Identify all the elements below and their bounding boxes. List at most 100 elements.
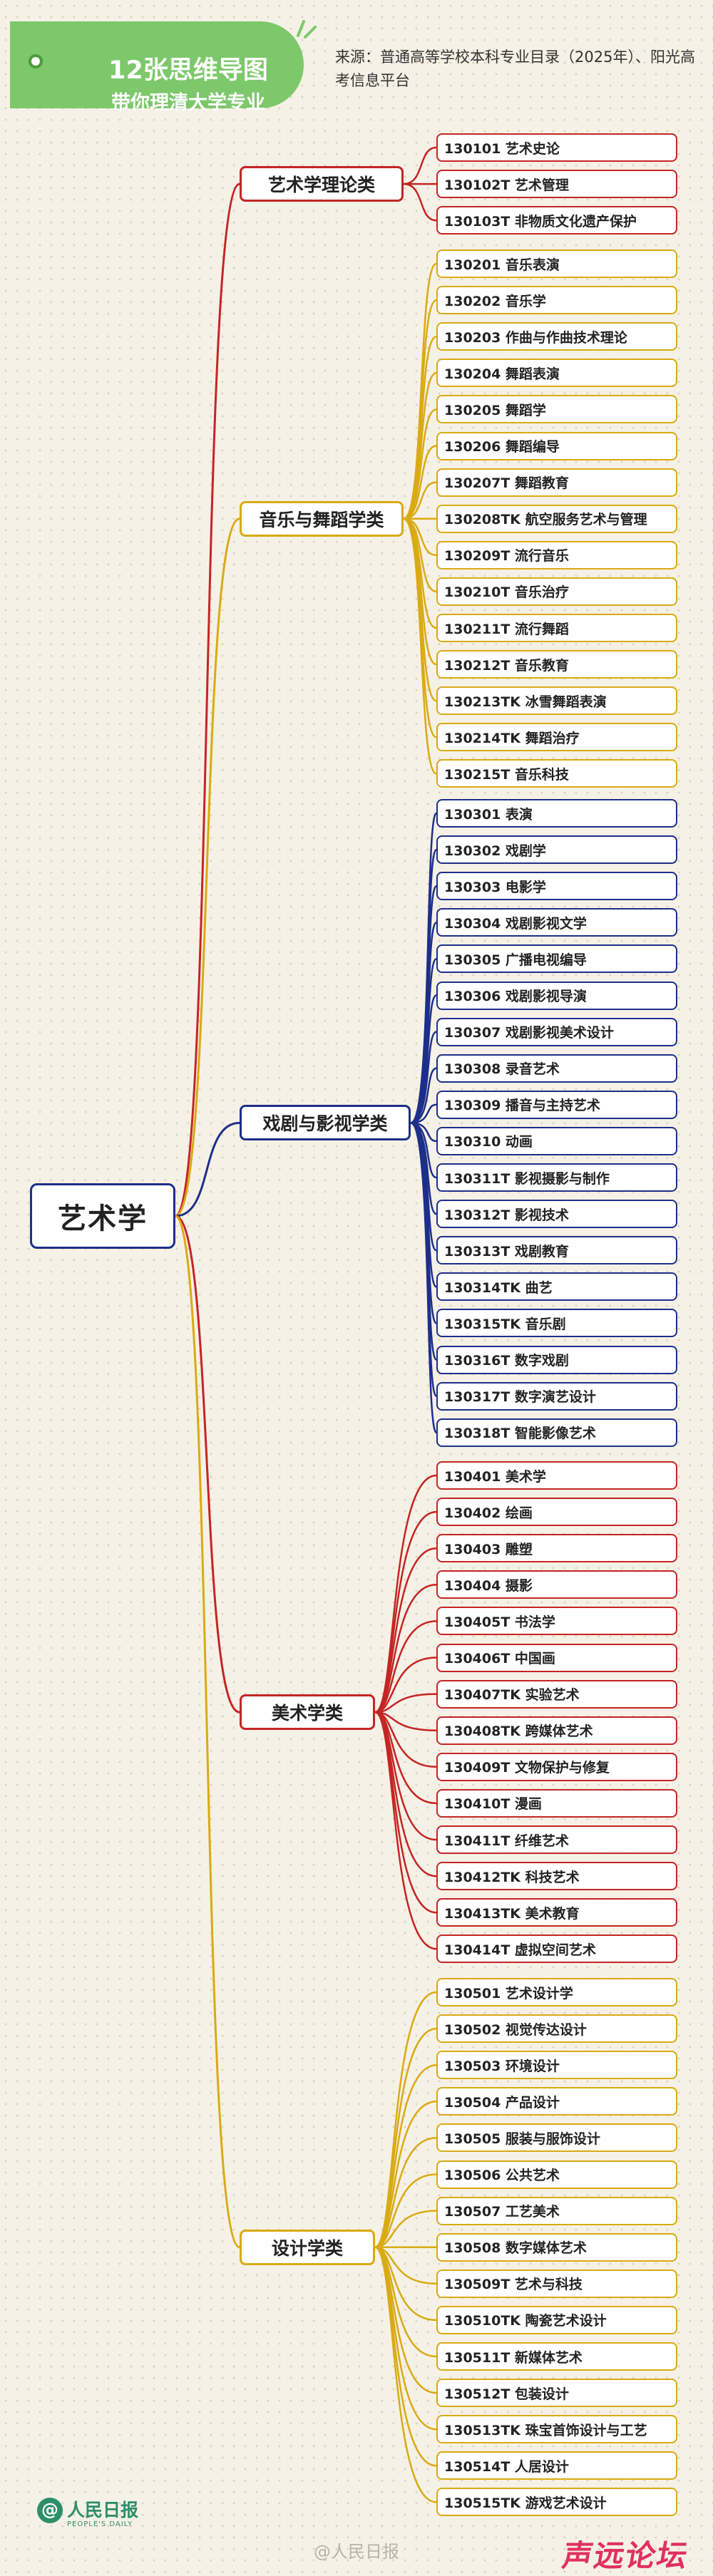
major-item: 130410T 漫画 xyxy=(436,1788,677,1818)
major-item: 130310 动画 xyxy=(436,1126,677,1155)
major-item: 130315TK 音乐剧 xyxy=(436,1309,677,1338)
major-item: 130205 舞蹈学 xyxy=(436,395,677,424)
connector-line xyxy=(403,182,437,222)
forum-brand: 声远论坛 xyxy=(560,2538,692,2573)
connector-line xyxy=(374,1657,437,1714)
major-item: 130308 录音艺术 xyxy=(436,1053,677,1083)
major-item: 130206 舞蹈编导 xyxy=(436,431,677,460)
root-node: 艺术学 xyxy=(30,1183,175,1249)
connector-line xyxy=(374,2246,437,2467)
major-item: 130305 广播电视编导 xyxy=(436,944,677,974)
major-item: 130101 艺术史论 xyxy=(436,133,677,162)
major-item: 130501 艺术设计学 xyxy=(436,1978,677,2006)
logo-english: PEOPLE'S DAILY xyxy=(67,2520,133,2528)
connector-line xyxy=(175,1215,240,1714)
category-node: 美术学类 xyxy=(240,1694,375,1731)
category-node: 艺术学理论类 xyxy=(240,166,404,202)
major-item: 130504 产品设计 xyxy=(436,2087,677,2116)
connector-line xyxy=(374,1584,437,1714)
title-banner: 12张思维导图 带你理清大学专业 xyxy=(10,21,304,114)
major-item: 130408TK 跨媒体艺术 xyxy=(436,1716,677,1745)
major-item: 130202 音乐学 xyxy=(436,286,677,315)
major-item: 130505 服装与服饰设计 xyxy=(436,2123,677,2153)
connector-line xyxy=(403,445,437,520)
major-item: 130208TK 航空服务艺术与管理 xyxy=(436,504,677,533)
major-item: 130407TK 实验艺术 xyxy=(436,1679,677,1709)
major-item: 130309 播音与主持艺术 xyxy=(436,1090,677,1119)
connector-line xyxy=(410,1067,437,1124)
banner-dot-icon xyxy=(29,54,43,68)
major-item: 130215T 音乐科技 xyxy=(436,759,677,788)
major-item: 130210T 音乐治疗 xyxy=(436,577,677,606)
major-item: 130302 戏剧学 xyxy=(436,835,677,865)
connector-line xyxy=(403,408,437,520)
major-item: 130514T 人居设计 xyxy=(436,2451,677,2480)
major-item: 130312T 影视技术 xyxy=(436,1200,677,1229)
major-item: 130212T 音乐教育 xyxy=(436,650,677,679)
connector-line xyxy=(374,2101,437,2248)
category-node: 戏剧与影视学类 xyxy=(240,1105,411,1141)
major-item: 130412TK 科技艺术 xyxy=(436,1862,677,1891)
sparkle-icon xyxy=(297,20,317,38)
connector-line xyxy=(175,1215,240,2249)
connector-line xyxy=(374,2246,437,2285)
major-item: 130203 作曲与作曲技术理论 xyxy=(436,322,677,351)
major-item: 130508 数字媒体艺术 xyxy=(436,2232,677,2262)
connector-line xyxy=(374,1991,437,2248)
connector-line xyxy=(175,1121,240,1217)
major-item: 130403 雕塑 xyxy=(436,1534,677,1563)
connector-line xyxy=(374,2246,437,2503)
major-item: 130503 环境设计 xyxy=(436,2051,677,2080)
major-item: 130402 绘画 xyxy=(436,1498,677,1527)
major-item: 130409T 文物保护与修复 xyxy=(436,1752,677,1781)
major-item: 130301 表演 xyxy=(436,799,677,828)
connector-line xyxy=(374,2137,437,2248)
major-item: 130405T 书法学 xyxy=(436,1607,677,1636)
connector-line xyxy=(374,2173,437,2248)
major-item: 130313T 戏剧教育 xyxy=(436,1236,677,1265)
connector-line xyxy=(410,1103,437,1124)
major-item: 130507 工艺美术 xyxy=(436,2196,677,2225)
major-item: 130307 戏剧影视美术设计 xyxy=(436,1017,677,1046)
major-item: 130411T 纤维艺术 xyxy=(436,1825,677,1854)
connector-line xyxy=(374,1693,437,1714)
major-item: 130502 视觉传达设计 xyxy=(436,2014,677,2044)
category-node: 设计学类 xyxy=(240,2229,375,2265)
major-item: 130404 摄影 xyxy=(436,1570,677,1599)
connector-line xyxy=(403,262,437,520)
watermark-text: @人民日报 xyxy=(314,2542,399,2562)
connector-line xyxy=(175,182,240,1217)
connector-line xyxy=(374,1620,437,1714)
major-item: 130207T 舞蹈教育 xyxy=(436,468,677,497)
major-item: 130211T 流行舞蹈 xyxy=(436,614,677,642)
major-item: 130316T 数字戏剧 xyxy=(436,1345,677,1374)
major-item: 130515TK 游戏艺术设计 xyxy=(436,2488,677,2517)
major-item: 130201 音乐表演 xyxy=(436,249,677,278)
logo-mark-icon: @ xyxy=(37,2498,63,2523)
major-item: 130512T 包装设计 xyxy=(436,2379,677,2408)
connector-line xyxy=(403,146,437,185)
connector-line xyxy=(374,2027,437,2248)
major-item: 130406T 中国画 xyxy=(436,1643,677,1672)
major-item: 130303 电影学 xyxy=(436,872,677,901)
connector-line xyxy=(374,1474,437,1714)
people-daily-logo: @ 人民日报 PEOPLE'S DAILY xyxy=(37,2495,158,2538)
major-item: 130511T 新媒体艺术 xyxy=(436,2342,677,2371)
major-item: 130102T 艺术管理 xyxy=(436,170,677,199)
major-item: 130204 舞蹈表演 xyxy=(436,359,677,388)
major-item: 130213TK 冰雪舞蹈表演 xyxy=(436,686,677,716)
major-item: 130314TK 曲艺 xyxy=(436,1272,677,1302)
logo-text: 人民日报 xyxy=(67,2500,139,2520)
major-item: 130209T 流行音乐 xyxy=(436,540,677,570)
connector-line xyxy=(410,1122,438,1433)
connector-line xyxy=(410,1031,437,1124)
major-item: 130414T 虚拟空间艺术 xyxy=(436,1934,677,1964)
major-item: 130103T 非物质文化遗产保护 xyxy=(436,206,677,235)
title-line1: 12张思维导图 xyxy=(108,56,268,85)
title-line2: 带你理清大学专业 xyxy=(111,92,265,114)
category-node: 音乐与舞蹈学类 xyxy=(240,500,404,537)
major-item: 130506 公共艺术 xyxy=(436,2160,677,2189)
major-item: 130413TK 美术教育 xyxy=(436,1898,677,1927)
connector-line xyxy=(175,517,240,1217)
